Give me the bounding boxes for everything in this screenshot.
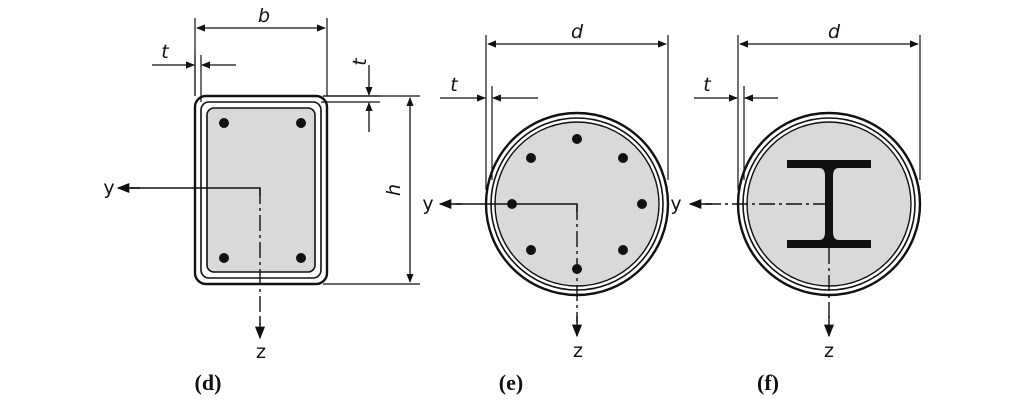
rebar — [526, 245, 536, 255]
axis-z-label: z — [256, 341, 266, 363]
label-h: h — [383, 184, 405, 196]
rebar — [526, 153, 536, 163]
axis-z-label: z — [824, 340, 834, 362]
bottom-flange — [787, 240, 871, 248]
axis-y-label: y — [422, 193, 433, 215]
axis-z-label: z — [573, 340, 583, 362]
caption-e: (e) — [499, 370, 523, 395]
rebar — [219, 253, 229, 263]
label-t-horizontal: t — [161, 41, 170, 63]
rebar — [219, 118, 229, 128]
axis-y-label: y — [103, 177, 114, 199]
label-d: d — [571, 21, 584, 43]
rebar — [618, 153, 628, 163]
axis-y-label: y — [670, 193, 681, 215]
fillet-bottom — [819, 232, 839, 240]
top-flange — [787, 160, 871, 168]
rebar — [618, 245, 628, 255]
caption-f: (f) — [757, 370, 779, 395]
panel-f-circular-i-section: d t y z (f) — [670, 21, 922, 395]
rebar — [637, 199, 647, 209]
rebar — [572, 134, 582, 144]
label-t: t — [703, 74, 712, 96]
rebar — [296, 118, 306, 128]
rebar — [296, 253, 306, 263]
label-d: d — [828, 21, 841, 43]
label-b: b — [258, 5, 270, 27]
panel-d-rectangular-section: b h t t y z (d) — [103, 5, 420, 395]
panel-e-circular-section: d t y z (e) — [422, 21, 670, 395]
label-t-vertical: t — [349, 57, 371, 66]
label-t: t — [450, 74, 459, 96]
fillet-top — [819, 168, 839, 176]
caption-d: (d) — [195, 370, 222, 395]
concrete-core — [206, 107, 316, 273]
